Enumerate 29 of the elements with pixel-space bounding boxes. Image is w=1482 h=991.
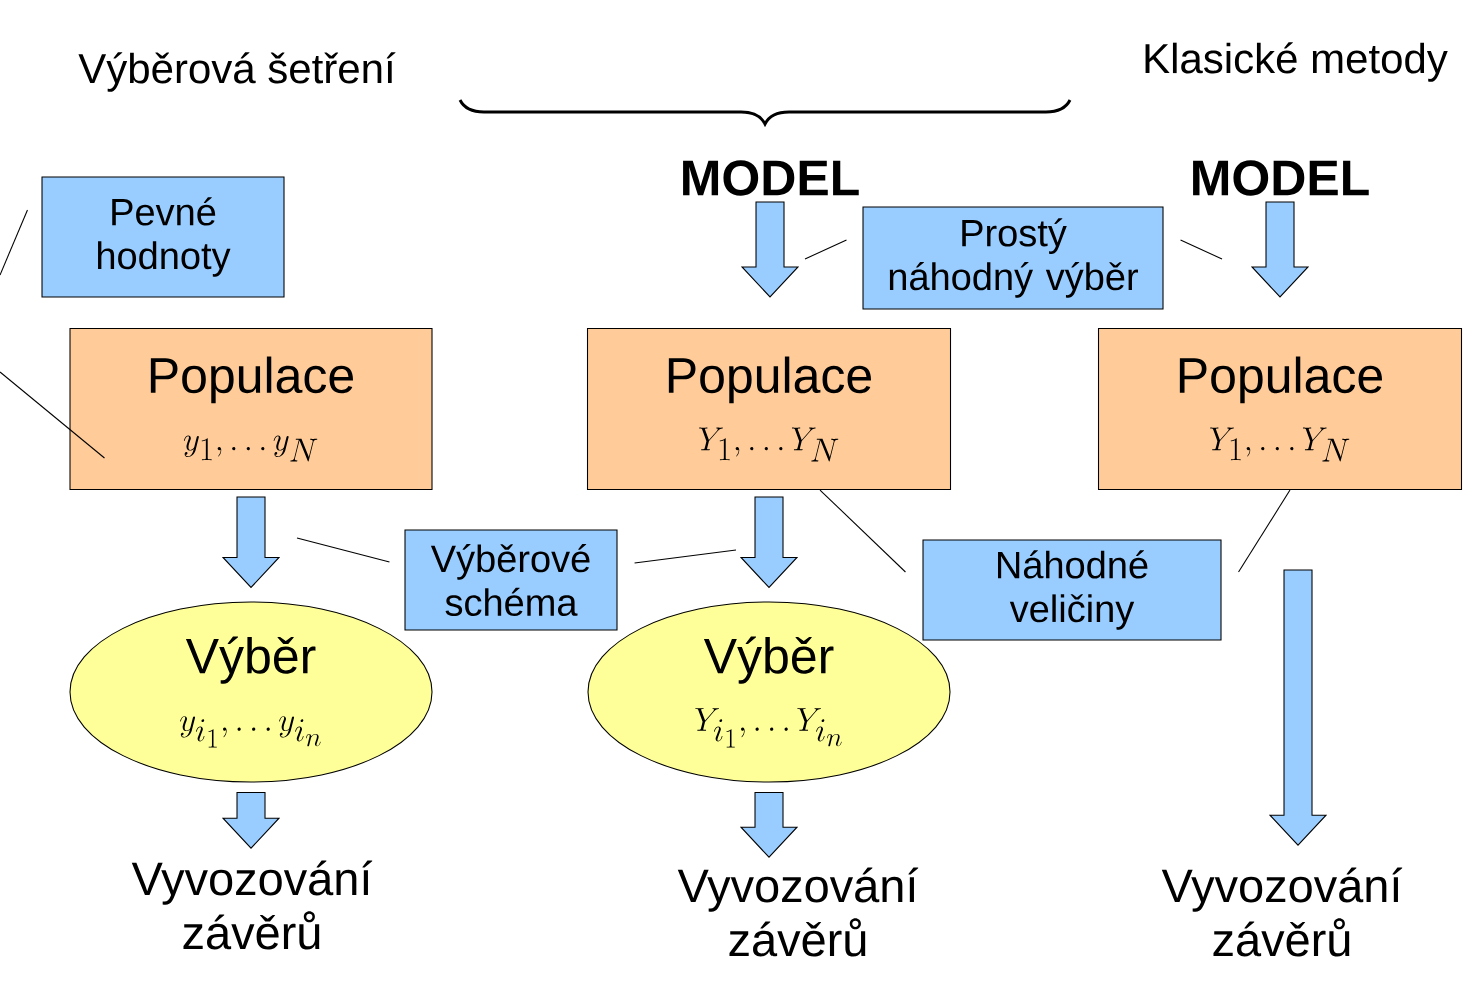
conclusion-text: Vyvozování závěrů — [1161, 867, 1403, 957]
conclusion-text: Vyvozování závěrů — [131, 860, 373, 950]
block-arrow — [740, 201, 800, 298]
label-box: Výběrové schéma — [404, 529, 618, 631]
leader-line — [819, 489, 906, 573]
heading-text: MODEL — [683, 160, 859, 196]
population-box: Populace $y_{1},\ldots y_{N}$ — [69, 327, 433, 491]
block-arrow — [739, 792, 799, 858]
population-box: Populace $Y_{1},\ldots Y_{N}$ — [586, 327, 952, 491]
leader-line — [296, 537, 390, 563]
label-box: Náhodné veličiny — [922, 539, 1222, 641]
leader-line — [0, 209, 28, 276]
label-box: Prostý náhodný výběr — [862, 206, 1164, 310]
leader-line — [804, 239, 847, 260]
leader-line — [0, 371, 105, 459]
block-arrow — [221, 496, 281, 589]
block-arrow — [739, 496, 799, 589]
heading-text: MODEL — [1193, 160, 1369, 196]
population-box: Populace $Y_{1},\ldots Y_{N}$ — [1097, 327, 1463, 491]
block-arrow — [1250, 201, 1310, 298]
conclusion-text: Vyvozování závěrů — [677, 867, 919, 957]
heading-text: Výběrová šetření — [78, 52, 396, 92]
block-arrow — [1268, 569, 1328, 846]
leader-line — [1180, 239, 1223, 260]
leader-line — [634, 549, 737, 564]
leader-line — [1238, 489, 1291, 573]
block-arrow — [221, 792, 281, 849]
label-box: Pevné hodnoty — [41, 176, 285, 298]
heading-text: Klasické metody — [1145, 42, 1448, 82]
